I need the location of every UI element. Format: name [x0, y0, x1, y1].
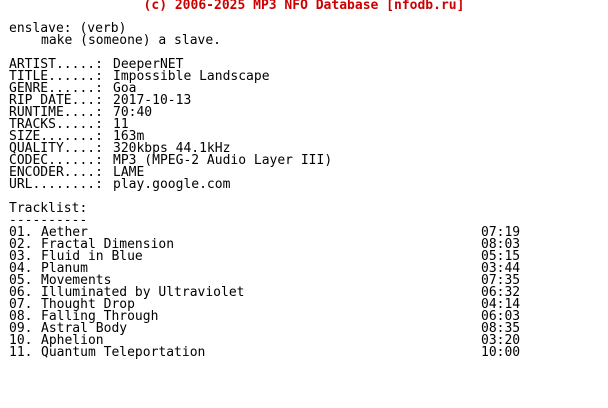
track-duration: 04:14 [481, 297, 521, 312]
track-duration: 07:35 [481, 273, 521, 288]
info-value: 2017-10-13 [113, 93, 192, 108]
info-value: Impossible Landscape [113, 69, 270, 84]
copyright-banner: (c) 2006-2025 MP3 NFO Database [nfodb.ru… [143, 0, 465, 13]
track-title: Falling Through [41, 309, 159, 324]
track-duration: 06:32 [481, 285, 521, 300]
info-value: Goa [113, 81, 137, 96]
info-value: 163m [113, 129, 145, 144]
info-label: URL........: [9, 177, 103, 192]
info-label: TRACKS.....: [9, 117, 103, 132]
info-value: play.google.com [113, 177, 231, 192]
info-label: GENRE......: [9, 81, 103, 96]
track-number: 01. [9, 225, 33, 240]
nfo-content: enslave: (verb) make (someone) a slave. … [9, 21, 599, 360]
info-row-size: SIZE.......: 163m [9, 129, 599, 144]
track-number: 08. [9, 309, 33, 324]
tracklist-underline: ---------- [9, 213, 88, 228]
track-number: 10. [9, 333, 33, 348]
track-title: Thought Drop [41, 297, 135, 312]
definition-word: enslave: (verb) [9, 21, 127, 36]
info-label: RUNTIME....: [9, 105, 103, 120]
track-title: Illuminated by Ultraviolet [41, 285, 245, 300]
track-number: 09. [9, 321, 33, 336]
track-title: Quantum Teleportation [41, 345, 206, 360]
track-title: Astral Body [41, 321, 128, 336]
info-row-artist: ARTIST.....: DeeperNET [9, 57, 599, 72]
info-row-title: TITLE......: Impossible Landscape [9, 69, 599, 84]
info-value: LAME [113, 165, 145, 180]
track-row: 02. Fractal Dimension 08:03 [9, 237, 529, 252]
track-number: 07. [9, 297, 33, 312]
track-number: 11. [9, 345, 33, 360]
info-row-tracks: TRACKS.....: 11 [9, 117, 599, 132]
track-row: 07. Thought Drop 04:14 [9, 297, 529, 312]
info-row-rip-date: RIP DATE...: 2017-10-13 [9, 93, 599, 108]
track-duration: 10:00 [481, 345, 521, 360]
info-value: 320kbps 44.1kHz [113, 141, 231, 156]
tracklist: 01. Aether 07:19 02. Fractal Dimension 08:03… [9, 225, 599, 360]
info-label: QUALITY....: [9, 141, 103, 156]
track-title: Planum [41, 261, 88, 276]
info-value: 11 [113, 117, 129, 132]
info-value: MP3 (MPEG-2 Audio Layer III) [113, 153, 333, 168]
track-row: 08. Falling Through 06:03 [9, 309, 529, 324]
track-title: Fractal Dimension [41, 237, 175, 252]
track-duration: 08:03 [481, 237, 521, 252]
info-row-genre: GENRE......: Goa [9, 81, 599, 96]
track-row: 04. Planum 03:44 [9, 261, 529, 276]
info-label: SIZE.......: [9, 129, 103, 144]
info-label: ARTIST.....: [9, 57, 103, 72]
track-row: 03. Fluid in Blue 05:15 [9, 249, 529, 264]
info-value: DeeperNET [113, 57, 184, 72]
info-row-url: URL........: play.google.com [9, 177, 599, 192]
track-number: 04. [9, 261, 33, 276]
track-duration: 03:20 [481, 333, 521, 348]
info-row-codec: CODEC......: MP3 (MPEG-2 Audio Layer III) [9, 153, 599, 168]
definition-meaning: make (someone) a slave. [41, 33, 222, 48]
track-row: 01. Aether 07:19 [9, 225, 529, 240]
track-title: Movements [41, 273, 112, 288]
track-number: 03. [9, 249, 33, 264]
track-row: 05. Movements 07:35 [9, 273, 529, 288]
info-row-quality: QUALITY....: 320kbps 44.1kHz [9, 141, 599, 156]
track-row: 06. Illuminated by Ultraviolet 06:32 [9, 285, 529, 300]
info-label: RIP DATE...: [9, 93, 103, 108]
track-duration: 03:44 [481, 261, 521, 276]
track-number: 02. [9, 237, 33, 252]
track-duration: 05:15 [481, 249, 521, 264]
track-row: 10. Aphelion 03:20 [9, 333, 529, 348]
track-row: 11. Quantum Teleportation 10:00 [9, 345, 529, 360]
info-label: ENCODER....: [9, 165, 103, 180]
info-row-encoder: ENCODER....: LAME [9, 165, 599, 180]
info-label: CODEC......: [9, 153, 103, 168]
track-title: Aether [41, 225, 88, 240]
release-info: ARTIST.....: DeeperNET TITLE......: Imposs… [9, 57, 599, 192]
track-number: 05. [9, 273, 33, 288]
track-duration: 06:03 [481, 309, 521, 324]
track-title: Aphelion [41, 333, 104, 348]
tracklist-heading: Tracklist: [9, 201, 88, 216]
track-title: Fluid in Blue [41, 249, 143, 264]
track-row: 09. Astral Body 08:35 [9, 321, 529, 336]
track-number: 06. [9, 285, 33, 300]
info-row-runtime: RUNTIME....: 70:40 [9, 105, 599, 120]
track-duration: 07:19 [481, 225, 521, 240]
info-label: TITLE......: [9, 69, 103, 84]
track-duration: 08:35 [481, 321, 521, 336]
info-value: 70:40 [113, 105, 153, 120]
